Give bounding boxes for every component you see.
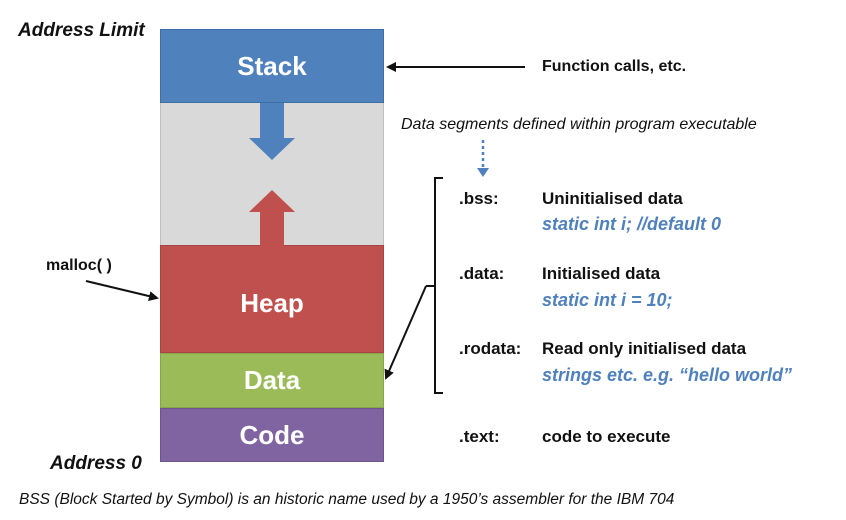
function-calls-label: Function calls, etc. [542, 58, 687, 75]
data-desc: Initialised data [542, 264, 661, 283]
heap-growth-arrow-icon [249, 190, 295, 246]
footer-note: BSS (Block Started by Symbol) is an hist… [19, 491, 675, 508]
rodata-example: strings etc. e.g. “hello world” [542, 365, 793, 385]
rodata-desc: Read only initialised data [542, 339, 747, 358]
stack-segment: Stack [160, 29, 384, 103]
data-segment: Data [160, 353, 384, 408]
sections-bracket-icon [426, 177, 443, 394]
address-zero-label: Address 0 [50, 453, 142, 474]
data-pointer-arrow-icon [384, 285, 427, 380]
stack-segment-label: Stack [237, 50, 307, 81]
stack-growth-arrow-icon [249, 103, 295, 160]
data-key: .data: [459, 264, 505, 283]
rodata-key: .rodata: [459, 339, 522, 358]
data-segment-label: Data [243, 365, 301, 395]
heap-segment-label: Heap [240, 287, 304, 318]
address-limit-label: Address Limit [18, 20, 145, 41]
code-segment: Code [160, 408, 384, 462]
malloc-label: malloc( ) [46, 257, 112, 274]
bss-desc: Uninitialised data [542, 189, 683, 208]
code-segment-label: Code [239, 419, 305, 450]
heap-segment: Heap [160, 245, 384, 353]
bss-example: static int i; //default 0 [542, 214, 722, 234]
text-key: .text: [459, 427, 500, 446]
malloc-arrow-icon [85, 280, 159, 301]
data-segments-note: Data segments defined within program exe… [401, 116, 757, 133]
text-desc: code to execute [542, 427, 671, 446]
data-example: static int i = 10; [542, 290, 673, 310]
bss-key: .bss: [459, 189, 499, 208]
